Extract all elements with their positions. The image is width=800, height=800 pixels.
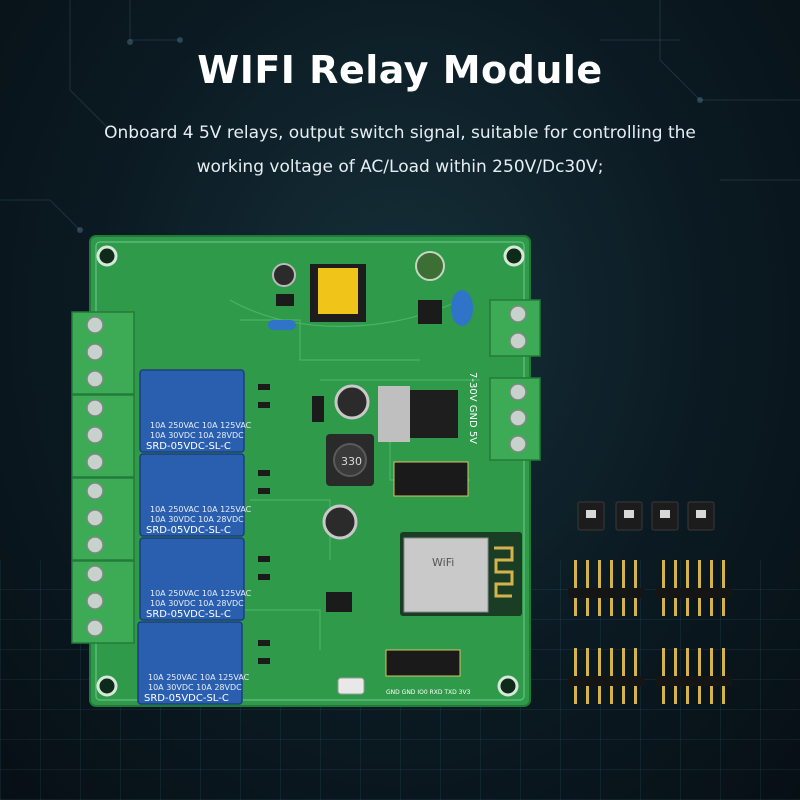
terminal-block-right: 7-30V GND 5V [467,299,541,461]
relay-4-rating-1: 10A 250VAC 10A 125VAC [148,673,250,682]
page-subtitle: Onboard 4 5V relays, output switch signa… [60,116,740,184]
relay-4: 10A 250VAC 10A 125VAC 10A 30VDC 10A 28VD… [137,621,250,705]
relay-3-rating-2: 10A 30VDC 10A 28VDC [150,599,244,608]
wifi-module-icon: WiFi [400,532,522,616]
relay-1-model: SRD-05VDC-SL-C [146,441,231,452]
relay-1-rating-2: 10A 30VDC 10A 28VDC [150,431,244,440]
capacitors [268,251,473,540]
relay-3-rating-1: 10A 250VAC 10A 125VAC [150,589,252,598]
reset-button [337,677,365,695]
subtitle-line-2: working voltage of AC/Load within 250V/D… [196,157,604,177]
relay-1: 10A 250VAC 10A 125VAC 10A 30VDC 10A 28VD… [139,369,252,453]
pin-header-icon [568,560,732,704]
relay-2-model: SRD-05VDC-SL-C [146,525,231,536]
power-input-label: 7-30V GND 5V [467,372,478,444]
relay-2-rating-2: 10A 30VDC 10A 28VDC [150,515,244,524]
smd-components [258,294,442,664]
relay-2-rating-1: 10A 250VAC 10A 125VAC [150,505,252,514]
relay-3: 10A 250VAC 10A 125VAC 10A 30VDC 10A 28VD… [139,537,252,621]
header-row-label: GND GND IO0 RXD TXD 3V3 [386,689,471,696]
terminal-block-icon [71,311,135,644]
inductor-label: 330 [341,455,362,468]
transformer [310,264,366,322]
relay-2: 10A 250VAC 10A 125VAC 10A 30VDC 10A 28VD… [139,453,252,537]
wifi-module-label: WiFi [432,556,454,569]
relay-4-model: SRD-05VDC-SL-C [144,693,229,704]
relay-icon: 10A 250VAC 10A 125VAC 10A 30VDC 10A 28VD… [137,369,252,705]
mounting-holes [96,245,525,697]
subtitle-line-1: Onboard 4 5V relays, output switch signa… [104,123,696,143]
inductor: 330 [326,434,374,486]
voltage-regulator [378,386,458,442]
relay-3-model: SRD-05VDC-SL-C [146,609,231,620]
board-pin-headers [385,461,469,677]
relay-1-rating-1: 10A 250VAC 10A 125VAC [150,421,252,430]
relay-4-rating-2: 10A 30VDC 10A 28VDC [148,683,242,692]
jumper-cap-icon [577,501,715,531]
page-title: WIFI Relay Module [197,48,603,92]
